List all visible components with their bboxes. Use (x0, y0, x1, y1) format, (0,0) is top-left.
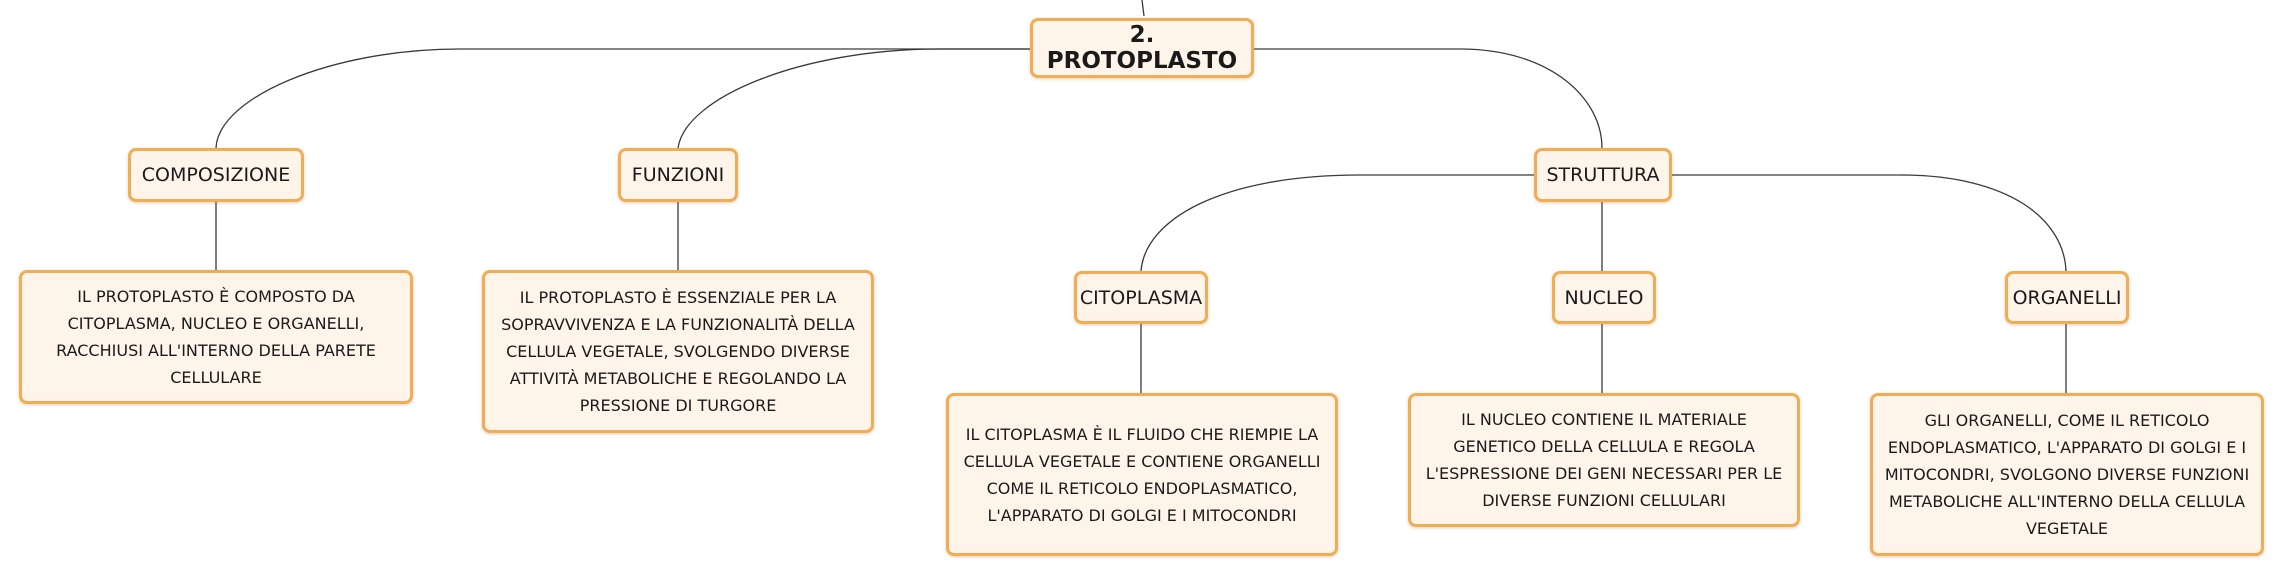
topic-funzioni-label: FUNZIONI (631, 164, 725, 186)
desc-nucleo[interactable]: IL NUCLEO CONTIENE IL MATERIALE GENETICO… (1408, 393, 1800, 527)
subtopic-citoplasma[interactable]: CITOPLASMA (1074, 271, 1208, 324)
subtopic-organelli[interactable]: ORGANELLI (2005, 271, 2129, 324)
edge-struttura-citoplasma (1140, 174, 1534, 272)
edge-root-funzioni (677, 48, 1030, 149)
topic-struttura[interactable]: STRUTTURA (1534, 148, 1672, 202)
desc-citoplasma[interactable]: IL CITOPLASMA È IL FLUIDO CHE RIEMPIE LA… (946, 393, 1338, 556)
desc-nucleo-text: IL NUCLEO CONTIENE IL MATERIALE GENETICO… (1425, 410, 1783, 510)
edge-root-struttura (1254, 48, 1603, 149)
desc-composizione[interactable]: IL PROTOPLASTO È COMPOSTO DA CITOPLASMA,… (19, 270, 413, 404)
desc-citoplasma-text: IL CITOPLASMA È IL FLUIDO CHE RIEMPIE LA… (963, 424, 1321, 525)
edge-root-composizione (215, 48, 1030, 149)
subtopic-nucleo-label: NUCLEO (1564, 286, 1644, 309)
root-label: 2. PROTOPLASTO (1046, 22, 1238, 74)
topic-composizione[interactable]: COMPOSIZIONE (128, 148, 304, 202)
edge-struttura-organelli (1672, 174, 2067, 272)
subtopic-organelli-label: ORGANELLI (2012, 286, 2122, 309)
topic-struttura-label: STRUTTURA (1546, 164, 1660, 186)
desc-organelli[interactable]: GLI ORGANELLI, COME IL RETICOLO ENDOPLAS… (1870, 393, 2264, 556)
subtopic-nucleo[interactable]: NUCLEO (1552, 271, 1656, 324)
edge-root-parent (1141, 0, 1145, 17)
topic-composizione-label: COMPOSIZIONE (141, 164, 291, 186)
desc-funzioni[interactable]: IL PROTOPLASTO È ESSENZIALE PER LA SOPRA… (482, 270, 874, 433)
root-node[interactable]: 2. PROTOPLASTO (1030, 18, 1254, 78)
desc-funzioni-text: IL PROTOPLASTO È ESSENZIALE PER LA SOPRA… (501, 288, 855, 415)
subtopic-citoplasma-label: CITOPLASMA (1079, 286, 1203, 309)
desc-organelli-text: GLI ORGANELLI, COME IL RETICOLO ENDOPLAS… (1884, 411, 2250, 538)
desc-composizione-text: IL PROTOPLASTO È COMPOSTO DA CITOPLASMA,… (56, 287, 376, 387)
topic-funzioni[interactable]: FUNZIONI (618, 148, 738, 202)
